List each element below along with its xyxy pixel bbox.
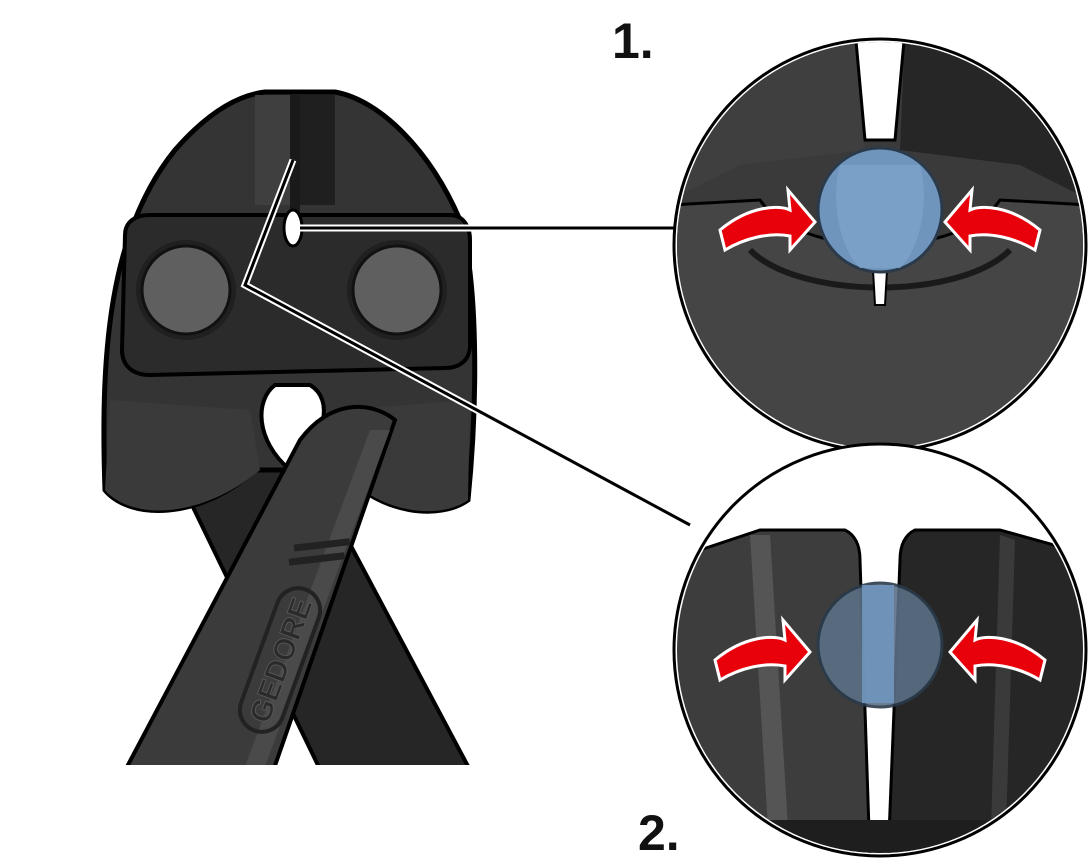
cutting-opening — [282, 208, 304, 248]
detail-view-2 — [672, 442, 1088, 858]
leader-lines — [240, 158, 692, 529]
detail-view-1 — [672, 37, 1088, 453]
front-handle — [125, 404, 398, 765]
arrow-right-icon — [713, 615, 812, 684]
gedore-logo: GEDORE — [237, 538, 351, 734]
arrow-left-icon — [943, 185, 1042, 254]
step-label-1: 1. — [612, 13, 654, 69]
bolt-cutter-head: GEDORE — [101, 89, 478, 765]
arrow-right-icon — [718, 185, 817, 254]
step-label-2: 2. — [638, 805, 680, 861]
arrow-left-icon — [948, 615, 1047, 684]
